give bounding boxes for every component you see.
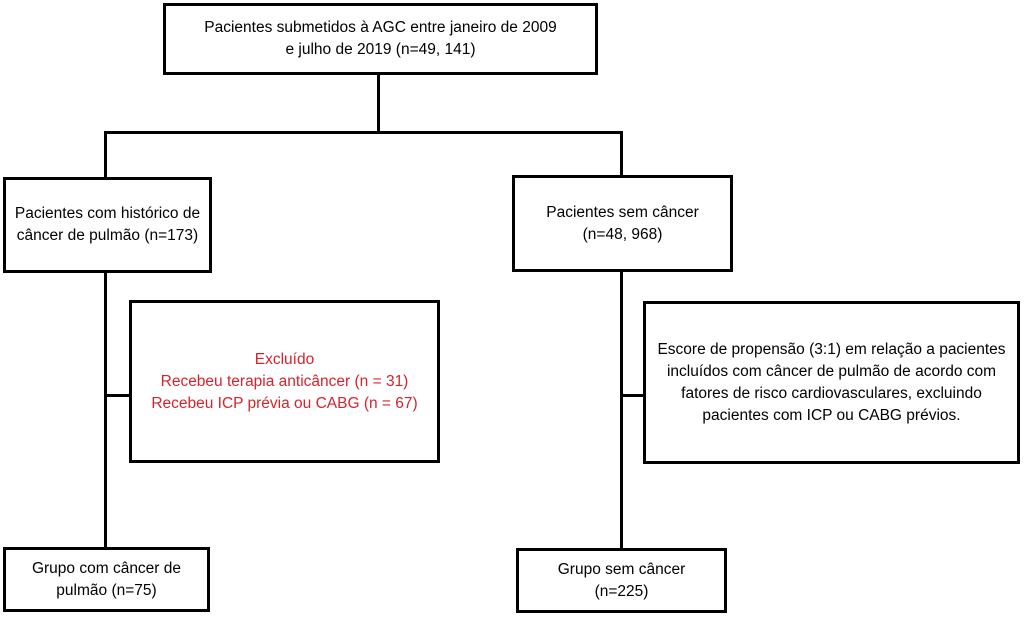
connector-excluded-stub — [104, 394, 131, 397]
connector-enrollment-down — [377, 74, 380, 134]
node-excluded-line: Recebeu terapia anticâncer (n = 31) — [160, 372, 409, 390]
node-propensity-score-line: incluídos com câncer de pulmão de acordo… — [666, 362, 997, 380]
node-group-no-cancer: Grupo sem câncer (n=225) — [516, 548, 727, 613]
node-no-cancer-line: (n=48, 968) — [582, 225, 663, 243]
node-propensity-score-line: fatores de risco cardiovasculares, exclu… — [681, 384, 982, 402]
connector-left-branch — [104, 131, 107, 178]
node-propensity-score: Escore de propensão (3:1) em relação a p… — [643, 301, 1020, 464]
connector-split-horizontal — [104, 131, 623, 134]
node-no-cancer-line: Pacientes sem câncer — [546, 203, 699, 221]
node-excluded: Excluído Recebeu terapia anticâncer (n =… — [129, 300, 440, 463]
node-enrollment-line: Pacientes submetidos à AGC entre janeiro… — [204, 19, 557, 36]
node-lung-cancer-history-line: câncer de pulmão (n=173) — [16, 227, 199, 244]
node-group-lung-cancer-line: Grupo com câncer de — [31, 559, 182, 577]
node-lung-cancer-history-line: Pacientes com histórico de — [14, 205, 201, 222]
node-group-no-cancer-line: Grupo sem câncer — [557, 560, 686, 578]
node-group-lung-cancer-line: pulmão (n=75) — [56, 581, 157, 599]
node-excluded-line: Excluído — [254, 350, 315, 368]
node-group-lung-cancer: Grupo com câncer de pulmão (n=75) — [3, 547, 210, 612]
node-propensity-score-line: Escore de propensão (3:1) em relação a p… — [657, 340, 1006, 358]
node-propensity-score-line: pacientes com ICP ou CABG prévios. — [702, 406, 961, 424]
connector-right-branch — [620, 131, 623, 176]
connector-left-chain — [104, 272, 107, 548]
node-group-no-cancer-line: (n=225) — [594, 582, 649, 600]
node-no-cancer: Pacientes sem câncer (n=48, 968) — [512, 175, 733, 272]
node-excluded-line: Recebeu ICP prévia ou CABG (n = 67) — [151, 394, 418, 412]
node-enrollment-line: e julho de 2019 (n=49, 141) — [285, 41, 476, 58]
connector-propensity-stub — [620, 394, 645, 397]
node-enrollment: Pacientes submetidos à AGC entre janeiro… — [163, 3, 598, 75]
node-lung-cancer-history: Pacientes com histórico de câncer de pul… — [3, 177, 212, 273]
connector-right-chain — [620, 271, 623, 549]
